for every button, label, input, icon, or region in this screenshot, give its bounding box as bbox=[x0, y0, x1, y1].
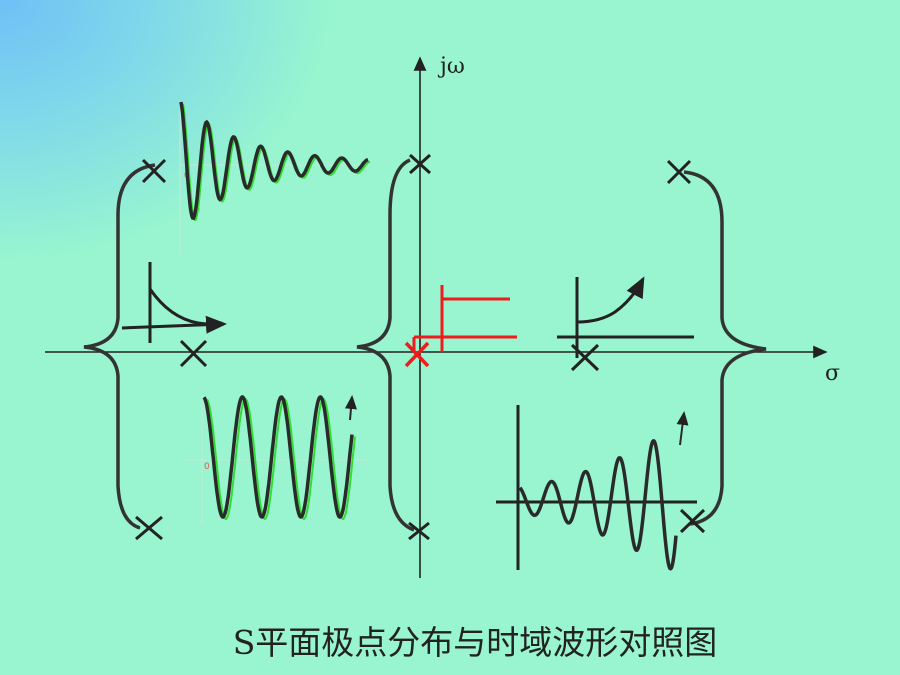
pole-left-real-x bbox=[179, 339, 208, 368]
step-response-waveform bbox=[412, 285, 517, 352]
diagram-caption: S平面极点分布与时域波形对照图 bbox=[232, 623, 718, 662]
sustained-wave-curve bbox=[202, 395, 354, 519]
exponential-decay-waveform bbox=[121, 262, 227, 343]
decaying-wave-curve bbox=[179, 101, 369, 220]
pole-origin-x bbox=[404, 341, 430, 368]
right-brace bbox=[683, 170, 767, 526]
decaying-wave-shadow bbox=[182, 103, 371, 222]
growing-oscillation-waveform bbox=[496, 405, 697, 571]
pole-jw-lower-x bbox=[408, 521, 430, 541]
decaying-oscillation-waveform: 0 bbox=[179, 101, 371, 255]
pole-right-upper-x bbox=[666, 159, 692, 185]
real-axis-label: σ bbox=[825, 361, 841, 386]
right-half-plane-group bbox=[496, 159, 767, 571]
exponential-growth-waveform bbox=[557, 276, 694, 358]
imaginary-axis-label: jω bbox=[440, 54, 465, 79]
sustained-wave-arrow bbox=[344, 395, 357, 421]
middle-brace bbox=[356, 158, 415, 532]
sustained-wave-zero-label: 0 bbox=[204, 462, 210, 472]
growing-wave-arrow bbox=[676, 411, 689, 446]
pole-right-lower-x bbox=[679, 508, 706, 534]
pole-left-lower-x bbox=[135, 515, 163, 541]
decay-plot-curve bbox=[148, 288, 223, 326]
growing-wave-curve bbox=[518, 439, 678, 571]
pole-jw-upper-x bbox=[408, 153, 432, 175]
left-half-plane-group: 0 0 bbox=[83, 101, 371, 541]
growth-plot-curve bbox=[576, 276, 645, 324]
imaginary-axis-group bbox=[356, 153, 517, 541]
sustained-oscillation-waveform-left: 0 bbox=[183, 395, 370, 525]
pole-left-upper-x bbox=[141, 158, 167, 184]
sustained-wave-shadow bbox=[206, 397, 356, 521]
left-brace bbox=[83, 163, 156, 530]
